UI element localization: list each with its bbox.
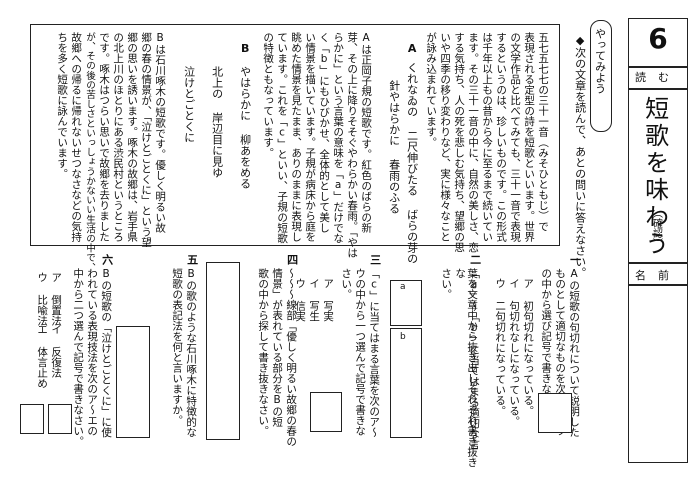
poem-b-line1: やはらかに 柳あをめる — [238, 66, 252, 189]
explanation-b-line: 郷の思いを誘います。啄木の故郷は、岩手県 — [126, 32, 139, 242]
question-3-text: ウの中から一つ選んで記号で書きな — [354, 268, 367, 436]
question-4-answer-box[interactable] — [206, 262, 240, 440]
question-4-text: 歌の中から探して書き抜きなさい。 — [257, 268, 270, 436]
question-5-number: 五 — [185, 254, 199, 265]
passage-para1-line: する気持ち、人の死を悲しむ気持ち、望郷の思 — [453, 32, 466, 253]
poem-b-line3: 泣けとごとくに — [182, 66, 196, 143]
header-divider-1 — [628, 66, 688, 68]
instruction-text: ◆次の文章を読んで、あとの問いに答えなさい。 — [573, 34, 587, 278]
explanation-a-line: の特徴ともなっています。 — [262, 32, 275, 158]
passage-para1-line: は千年以上もの昔から今に至るまで続いてい — [481, 32, 494, 242]
question-2-answer-a[interactable] — [390, 280, 422, 326]
question-4-text: 情景」が表れている部分をBの短 — [271, 268, 284, 427]
question-3-answer-box[interactable] — [310, 392, 342, 432]
explanation-b-line: Bは石川啄木の短歌です。優しく明るい故 — [154, 32, 167, 233]
question-6-option: イ 反復法 — [50, 324, 63, 378]
question-4-text: 〜〜〜線部「優しく明るい故郷の春の — [285, 268, 298, 447]
question-6-option: ウ 比喩法 — [36, 272, 49, 326]
passage-para1-line: 表現される定型の詩を短歌といいます。世界 — [523, 32, 536, 242]
question-2-label-b: b — [400, 332, 406, 342]
instruction-badge-text: やってみよう — [593, 28, 607, 94]
question-4-number: 四 — [285, 254, 299, 265]
question-3-option: イ 写生 — [308, 278, 321, 322]
question-6-text: われている表現技法を次のア〜エの — [86, 268, 99, 436]
explanation-a-line: ています。これを「c」といい、子規の短歌 — [276, 32, 289, 244]
question-2-text: さい。 — [440, 268, 453, 300]
poem-b-line2: 北上の 岸辺目に見ゆ — [210, 66, 224, 178]
question-1-answer-box[interactable] — [538, 393, 572, 433]
explanation-a-line: 眺めた情景を見たまま、ありのままに表現し — [290, 32, 303, 242]
explanation-a-line: く「b」にもひびかせ、全体的として美し — [318, 32, 331, 233]
question-6-answer-box-1[interactable] — [20, 404, 44, 434]
header-divider-3 — [628, 262, 688, 264]
explanation-b-line: の北上川のほとりにある渋民村というところ — [112, 32, 125, 242]
question-3-number: 三 — [368, 254, 382, 265]
poem-a-label: A — [405, 42, 419, 55]
name-label: 名前 — [635, 269, 681, 282]
passage-para1-line: 五七五七七の三十一音（みそひともじ）で — [537, 32, 550, 232]
explanation-a-line: 芽、その上に降りそそぐやわらかい春雨。「やは — [346, 32, 359, 258]
question-6-answer-box-2[interactable] — [48, 404, 72, 434]
question-1-number: 一 — [568, 254, 582, 265]
page-subtitle: （確認） — [650, 208, 662, 248]
passage-para1-line: の文学作品と比べてみても、三十一音で表現 — [509, 32, 522, 242]
question-3-text: さい。 — [340, 268, 353, 300]
page-title: 短歌を味わう — [640, 96, 669, 258]
question-2-label-a: a — [400, 282, 406, 292]
question-2-answer-b[interactable] — [390, 328, 422, 438]
header-divider-4 — [628, 284, 688, 286]
question-2-number: 二 — [468, 254, 482, 265]
header-divider-2 — [628, 88, 688, 90]
question-6-text: 中から二つ選んで記号で書きなさい。 — [72, 268, 85, 447]
question-3-option: ウ 信実 — [294, 278, 307, 322]
passage-para1-line: が詠み込まれています。 — [425, 32, 438, 148]
poem-b-label: B — [238, 42, 252, 55]
question-1-text: の中から選び記号で書きなさい。 — [540, 268, 553, 426]
question-6-option: エ 体言止め — [36, 324, 49, 389]
question-6-number: 六 — [100, 254, 114, 265]
question-5-answer-box[interactable] — [116, 326, 150, 438]
poem-a-line1: くれなゐの 二尺伸びたる ばらの芽の — [405, 62, 419, 264]
category-label: 読む — [635, 71, 681, 84]
question-6-option: ア 倒置法 — [50, 272, 63, 326]
explanation-a-line: い情景を描いています。子規が病床から庭を — [304, 32, 317, 242]
question-1-option: ウ 二句切れになっている。 — [494, 278, 507, 416]
poem-a-line2: 針やはらかに 春雨のふる — [387, 80, 401, 214]
explanation-b-line: 郷の春の情景が、「泣けとごとくに」という望 — [140, 32, 153, 248]
passage-para1-line: ます。その三十一音の中に、自然の美しさ、恋 — [467, 32, 480, 253]
instruction-badge — [590, 20, 612, 132]
header-column — [628, 18, 688, 463]
unit-number: 6 — [648, 22, 668, 55]
name-field[interactable] — [630, 288, 686, 460]
passage-box — [30, 24, 560, 246]
question-1-option: イ 句切れなしになっている。 — [508, 278, 521, 427]
question-3-option: ア 写実 — [322, 278, 335, 322]
explanation-a-line: Aは正岡子規の短歌です。紅色のばらの新 — [360, 32, 373, 233]
passage-para1-line: いや四季の移り変わりなど、実に様々なこと — [439, 32, 452, 242]
question-2-text: 葉を文章中から抜き出しそれぞれ書き抜きな — [454, 268, 479, 468]
explanation-b-line: が、その後の苦しさといっしょうかないい生活の中で、 — [84, 32, 96, 272]
explanation-b-line: ちを多く短歌に詠んでいます。 — [56, 32, 69, 179]
question-5-text: 短歌の表記法を何と言いますか。 — [171, 268, 184, 426]
passage-para1-line: するというのは、珍しいものです。この形式 — [495, 32, 508, 242]
question-5-text: Bの歌のような石川啄木に特徴的な — [185, 268, 198, 438]
question-2-text: 「a」〜「b」に当てはまる適切な言 — [468, 268, 481, 450]
explanation-b-line: です。啄木はつらい思いで故郷を去りました — [98, 32, 111, 242]
question-3-text: 「c」に当てはまる言葉を次のア〜 — [368, 268, 381, 438]
question-6-text: Bの短歌の「泣けとごとくに」に使 — [100, 268, 113, 438]
explanation-a-line: らかに」という言葉の意味を「a」だけでな — [332, 32, 345, 244]
question-1-option: ア 初句切れになっている。 — [522, 278, 535, 416]
explanation-b-line: 故郷への帰るに帰れないせつなさなどの気持 — [70, 32, 83, 242]
